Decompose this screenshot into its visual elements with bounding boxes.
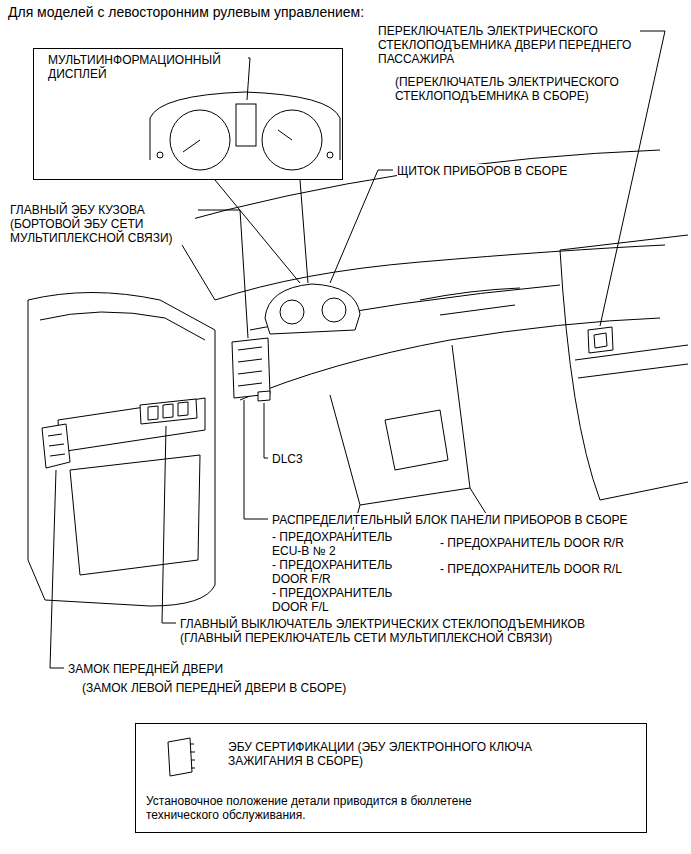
passenger-door <box>560 235 688 500</box>
inset-frame: МУЛЬТИИНФОРМАЦИОННЫЙ ДИСПЛЕЙ <box>33 48 343 180</box>
part-label: - ПРЕДОХРАНИТЕЛЬ DOOR F/R <box>272 558 412 586</box>
left-front-door <box>28 293 215 607</box>
leader-line <box>244 400 268 519</box>
instrument-cluster <box>265 284 360 334</box>
instrument-cluster <box>280 300 304 324</box>
passenger-door <box>560 235 688 500</box>
part-label: - ПРЕДОХРАНИТЕЛЬ DOOR F/L <box>272 586 412 614</box>
leader-line <box>264 403 268 458</box>
part-label: - ПРЕДОХРАНИТЕЛЬ DOOR R/R <box>440 536 624 550</box>
cluster-inset-drawing <box>327 152 333 158</box>
leader-line <box>300 180 308 283</box>
power-window-master-switch <box>140 399 197 424</box>
cabin-outline <box>330 345 470 505</box>
certification-ecu-icon <box>168 738 192 776</box>
main-body-ecu <box>232 338 270 398</box>
page-heading: Для моделей с левосторонним рулевым упра… <box>8 4 364 21</box>
part-label: - ПРЕДОХРАНИТЕЛЬ DOOR R/L <box>440 562 622 576</box>
left-front-door <box>58 398 205 452</box>
front-door-lock <box>42 424 70 468</box>
note-box: ЭБУ СЕРТИФИКАЦИИ (ЭБУ ЭЛЕКТРОННОГО КЛЮЧА… <box>135 723 647 833</box>
instrument-cluster <box>265 284 360 334</box>
leader-line <box>50 31 665 668</box>
cabin-outline <box>420 288 520 315</box>
passenger-window-switch <box>588 327 613 353</box>
left-front-door <box>70 455 200 575</box>
cabin-outline <box>170 150 665 540</box>
leader-line <box>215 180 300 283</box>
certification-ecu-icon <box>190 744 195 768</box>
part-label: РАСПРЕДЕЛИТЕЛЬНЫЙ БЛОК ПАНЕЛИ ПРИБОРОВ В… <box>272 513 628 527</box>
left-front-door <box>40 312 205 340</box>
main-body-ecu <box>238 347 262 386</box>
cabin-outline <box>385 410 448 470</box>
leader-line <box>330 170 393 283</box>
part-label: ЩИТОК ПРИБОРОВ В СБОРЕ <box>397 164 567 178</box>
part-label: (ЗАМОК ЛЕВОЙ ПЕРЕДНЕЙ ДВЕРИ В СБОРЕ) <box>82 681 346 695</box>
certification-ecu-icon <box>168 738 195 776</box>
note-text: Установочное положение детали приводится… <box>146 794 476 822</box>
left-front-door <box>28 293 215 607</box>
cluster-inset-drawing <box>150 92 340 170</box>
dlc3-connector <box>258 391 270 401</box>
cluster-inset-drawing <box>150 92 340 160</box>
front-door-lock <box>48 434 65 456</box>
main-body-ecu <box>232 338 270 398</box>
part-label: ПЕРЕКЛЮЧАТЕЛЬ ЭЛЕКТРИЧЕСКОГО СТЕКЛОПОДЪЕ… <box>378 24 636 66</box>
front-door-lock <box>42 424 70 468</box>
part-label: ГЛАВНЫЙ ЭБУ КУЗОВА (БОРТОВОЙ ЭБУ СЕТИ МУ… <box>10 203 195 245</box>
power-window-master-switch <box>148 402 188 420</box>
cluster-inset-drawing <box>236 104 256 146</box>
leader-line <box>50 470 64 668</box>
dlc3-connector <box>258 391 270 401</box>
passenger-window-switch <box>594 333 607 348</box>
cluster-inset-drawing <box>183 130 292 152</box>
part-label: ЗАМОК ПЕРЕДНЕЙ ДВЕРИ <box>68 662 223 676</box>
component-name: ЭБУ СЕРТИФИКАЦИИ (ЭБУ ЭЛЕКТРОННОГО КЛЮЧА… <box>228 740 598 768</box>
part-label: ГЛАВНЫЙ ВЫКЛЮЧАТЕЛЬ ЭЛЕКТРИЧЕСКИХ СТЕКЛО… <box>180 617 640 645</box>
leader-line <box>198 210 248 338</box>
instrument-cluster <box>322 298 346 322</box>
passenger-window-switch <box>588 327 613 353</box>
component-name: МУЛЬТИИНФОРМАЦИОННЫЙ ДИСПЛЕЙ <box>48 53 248 81</box>
leader-line <box>162 426 176 623</box>
power-window-master-switch <box>140 399 197 424</box>
part-label: - ПРЕДОХРАНИТЕЛЬ ECU-B № 2 <box>272 530 412 558</box>
part-label: (ПЕРЕКЛЮЧАТЕЛЬ ЭЛЕКТРИЧЕСКОГО СТЕКЛОПОДЪ… <box>395 75 645 103</box>
cluster-inset-drawing <box>157 152 163 158</box>
part-label: DLC3 <box>272 452 303 466</box>
